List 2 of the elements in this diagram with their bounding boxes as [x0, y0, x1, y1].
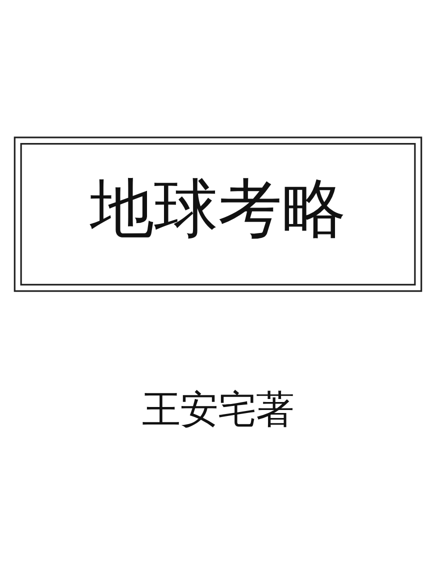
node-box: 地球考略 — [14, 136, 422, 292]
label: 王安宅著 — [142, 387, 294, 432]
